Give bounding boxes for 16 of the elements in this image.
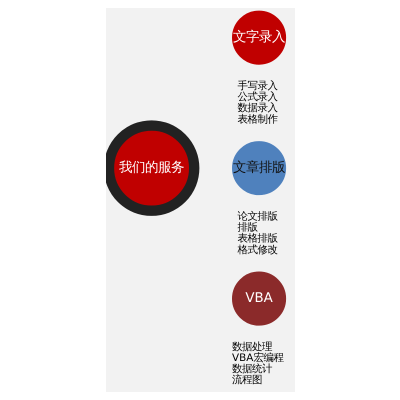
node-label: 流程图 [232, 374, 262, 386]
node-label: 数据录入 [237, 102, 278, 114]
node-circle: 文章排版 [232, 141, 286, 196]
node-label: 论文排版 [237, 210, 278, 222]
node-circle: 我们的服务 [106, 120, 199, 216]
node-label: VBA宏编程 [232, 352, 283, 364]
node-label: 格式修改 [237, 244, 278, 256]
node-label: 数据处理 [232, 340, 272, 353]
node-label: 数据统计 [232, 363, 272, 376]
node-label: 表格排版 [237, 232, 278, 245]
node-label: 排版 [237, 222, 258, 234]
node-label: 表格制作 [237, 113, 278, 126]
node-circle: VBA [232, 272, 286, 326]
node-label: 公式录入 [237, 91, 278, 104]
node-label: 手写录入 [237, 80, 278, 92]
node-circle: 文字录入 [232, 10, 286, 65]
